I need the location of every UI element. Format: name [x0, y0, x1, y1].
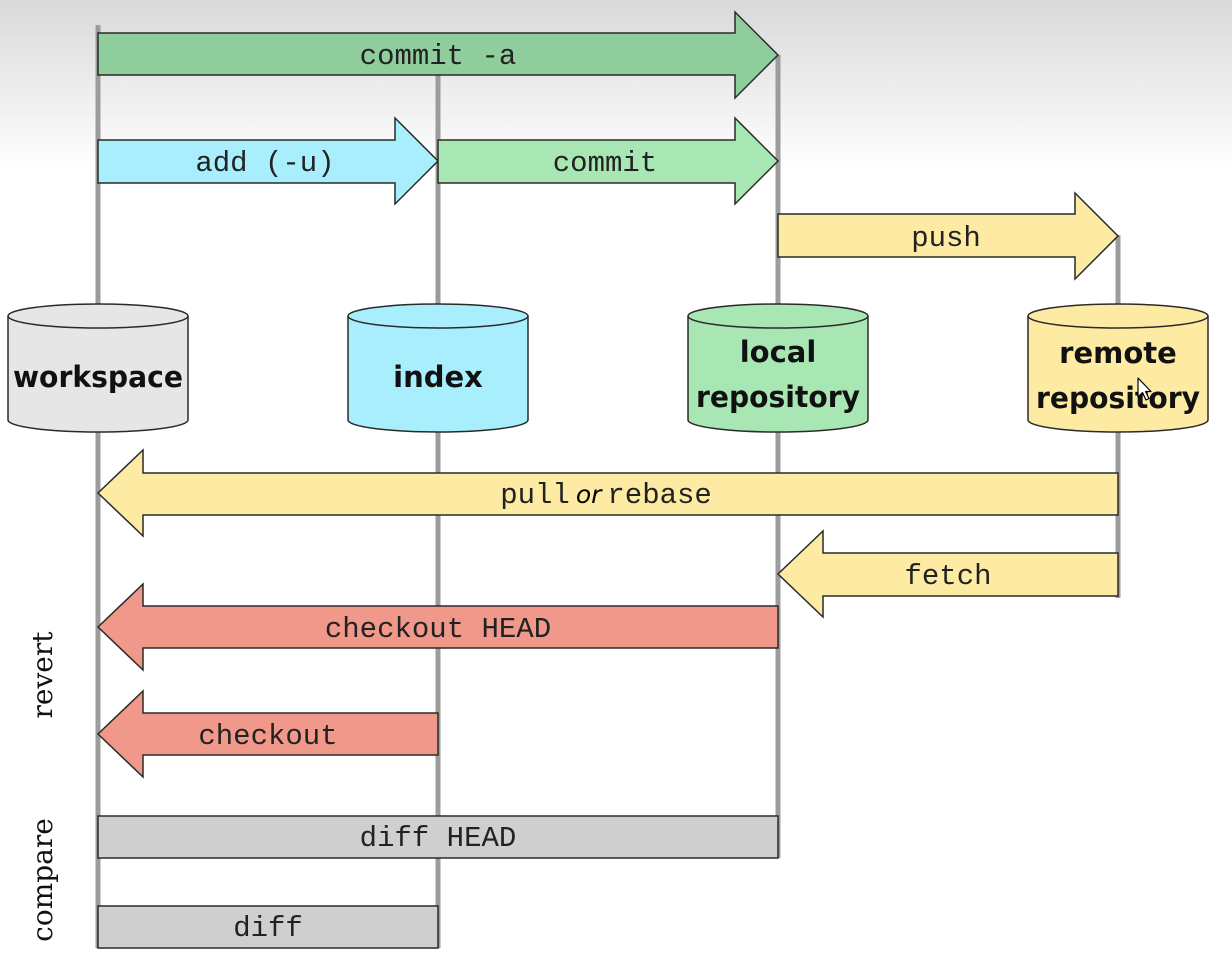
compare-side-label: compare — [26, 818, 59, 942]
mouse-cursor-icon — [1137, 377, 1152, 401]
checkout-head-arrow-shape — [96, 582, 779, 672]
local-repository-cylinder-body — [687, 316, 869, 433]
arrow-push: push — [777, 191, 1120, 281]
arrow-checkout-head: checkout HEAD — [96, 582, 779, 672]
index-label: index — [393, 360, 483, 394]
workspace-label: workspace — [13, 360, 183, 394]
add-arrow-shape — [97, 116, 440, 206]
push-arrow-shape — [777, 191, 1120, 281]
push-label: push — [911, 222, 981, 255]
commit-arrow-shape — [437, 116, 780, 206]
remote-repository-cylinder-body — [1027, 316, 1209, 433]
local-repository-label-line2: repository — [696, 380, 860, 414]
index-cylinder-top — [347, 303, 529, 329]
revert-side-label: revert — [26, 631, 59, 719]
checkout-arrow-shape — [96, 689, 439, 779]
workspace-cylinder-top — [7, 303, 189, 329]
diff-bar-shape — [97, 905, 439, 949]
local-repository-cylinder: local repository — [687, 303, 869, 433]
fetch-arrow-shape — [776, 529, 1119, 619]
remote-repository-cylinder-top — [1027, 303, 1209, 329]
diff-head-bar-shape — [97, 815, 779, 859]
local-repository-label-line1: local — [740, 335, 817, 369]
arrow-fetch: fetch — [776, 529, 1119, 619]
local-repository-cylinder-top — [687, 303, 869, 329]
diff-head-label: diff HEAD — [360, 822, 517, 855]
add-label: add (-u) — [195, 147, 334, 180]
diff-label: diff — [233, 912, 303, 945]
arrow-commit: commit — [437, 116, 780, 206]
index-cylinder: index — [347, 303, 529, 433]
commit-label: commit — [553, 147, 657, 180]
pull-command-text: pull — [500, 479, 570, 512]
fetch-label: fetch — [904, 560, 991, 593]
remote-repository-cylinder: remote repository — [1027, 303, 1209, 433]
checkout-label: checkout — [198, 720, 337, 753]
arrow-add: add (-u) — [97, 116, 440, 206]
bar-diff: diff — [97, 905, 439, 949]
bar-diff-head: diff HEAD — [97, 815, 779, 859]
checkout-head-label: checkout HEAD — [325, 613, 551, 646]
commit-a-label: commit -a — [360, 40, 517, 73]
index-cylinder-body — [347, 316, 529, 433]
arrow-commit-a: commit -a — [97, 10, 780, 100]
pull-or-text: or — [576, 480, 603, 509]
remote-repository-label-line2: repository — [1036, 381, 1200, 415]
arrow-checkout: checkout — [96, 689, 439, 779]
commit-a-arrow-shape — [97, 10, 780, 100]
rebase-command-text: rebase — [607, 479, 711, 512]
remote-repository-label-line1: remote — [1059, 336, 1177, 370]
pull-arrow-shape — [96, 448, 1119, 538]
workspace-cylinder-body — [7, 316, 189, 433]
workspace-cylinder: workspace — [7, 303, 189, 433]
